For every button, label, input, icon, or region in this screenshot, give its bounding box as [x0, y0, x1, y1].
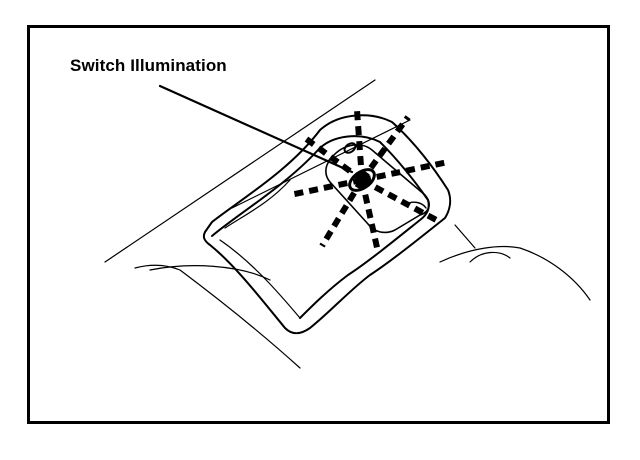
illumination-rays	[289, 109, 449, 253]
callout-leader	[158, 84, 354, 174]
console-outline	[104, 79, 591, 369]
diagram-frame	[27, 25, 610, 424]
switch-housing	[202, 114, 452, 335]
callout-label: Switch Illumination	[70, 56, 227, 75]
